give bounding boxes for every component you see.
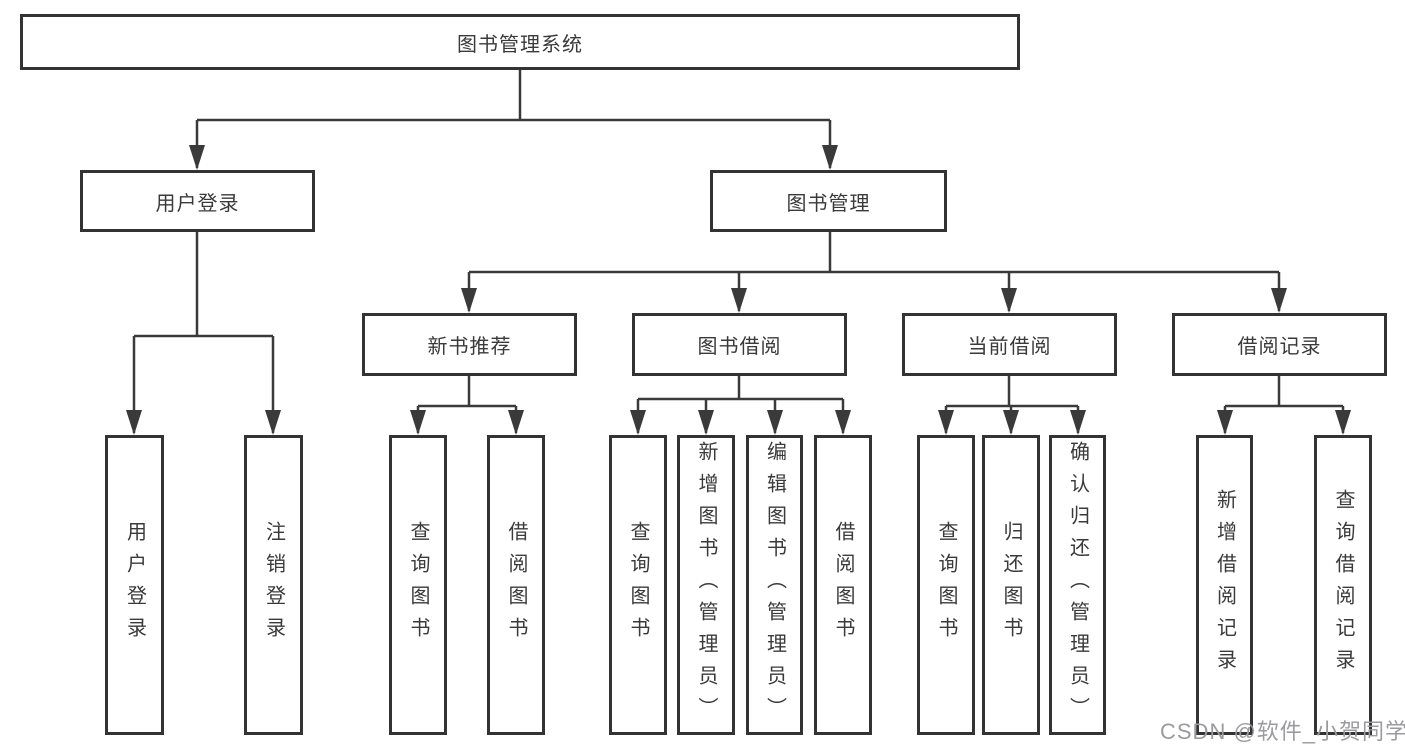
node-current-borrow: 当前借阅 (902, 313, 1117, 376)
connector-new-book-to-leaves (416, 376, 518, 433)
leaf-user-login: 用户登录 (105, 435, 164, 735)
arrowheads-current-borrow (938, 410, 1086, 435)
watermark: CSDN @软件_小贺同学 (1160, 719, 1405, 744)
node-root: 图书管理系统 (20, 14, 1020, 70)
leaf-query-books-3: 查询图书 (917, 435, 975, 735)
node-book-borrow-label: 图书借阅 (697, 336, 782, 358)
node-current-borrow-label: 当前借阅 (967, 336, 1052, 358)
leaf-query-borrow-record: 查询借阅记录 (1314, 435, 1372, 735)
arrowheads-book-borrow (630, 410, 851, 435)
node-book-management-label: 图书管理 (786, 192, 871, 215)
leaf-borrow-books-1: 借阅图书 (487, 435, 545, 735)
node-root-label: 图书管理系统 (457, 33, 583, 56)
node-user-login-label: 用户登录 (155, 192, 240, 215)
leaf-add-borrow-record-label: 新增借阅记录 (1213, 489, 1236, 681)
arrowheads-borrow-records (1217, 410, 1351, 435)
leaf-query-borrow-record-label: 查询借阅记录 (1332, 489, 1354, 681)
leaf-edit-book-admin: 编辑图书（管理员） (746, 435, 803, 735)
leaf-add-borrow-record: 新增借阅记录 (1196, 435, 1253, 735)
node-new-book-recommend-label: 新书推荐 (427, 336, 512, 358)
arrowheads-level2 (189, 145, 838, 170)
leaf-query-books-2-label: 查询图书 (627, 521, 649, 649)
node-book-management: 图书管理 (710, 170, 947, 232)
leaf-add-book-admin: 新增图书（管理员） (677, 435, 735, 735)
connector-root-to-level2 (195, 70, 832, 168)
connector-book-management-to-level3 (467, 232, 1281, 311)
node-book-borrow: 图书借阅 (632, 313, 847, 376)
connector-borrow-records-to-leaves (1223, 376, 1345, 433)
leaf-add-book-admin-label: 新增图书（管理员） (695, 441, 717, 729)
leaf-confirm-return-admin-label: 确认归还（管理员） (1066, 441, 1089, 729)
connector-book-borrow-to-leaves (636, 376, 845, 433)
node-borrow-records-label: 借阅记录 (1237, 336, 1322, 358)
node-user-login: 用户登录 (80, 170, 315, 232)
leaf-borrow-books-2-label: 借阅图书 (832, 521, 854, 649)
leaf-edit-book-admin-label: 编辑图书（管理员） (763, 441, 786, 729)
leaf-query-books-3-label: 查询图书 (935, 521, 957, 649)
leaf-user-login-label: 用户登录 (123, 521, 146, 649)
arrowheads-new-book (410, 410, 524, 435)
connector-user-login-to-leaves (132, 232, 275, 433)
leaf-borrow-books-1-label: 借阅图书 (505, 521, 527, 649)
arrowheads-level3 (461, 288, 1287, 313)
leaf-query-books-2: 查询图书 (609, 435, 667, 735)
leaf-borrow-books-2: 借阅图书 (814, 435, 872, 735)
arrowheads-user-login (126, 410, 281, 435)
node-new-book-recommend: 新书推荐 (362, 313, 577, 376)
leaf-logout-label: 注销登录 (262, 521, 285, 649)
leaf-query-books-1-label: 查询图书 (407, 521, 429, 649)
leaf-logout: 注销登录 (244, 435, 303, 735)
leaf-confirm-return-admin: 确认归还（管理员） (1049, 435, 1106, 735)
leaf-query-books-1: 查询图书 (389, 435, 447, 735)
leaf-return-books: 归还图书 (982, 435, 1040, 735)
node-borrow-records: 借阅记录 (1172, 313, 1387, 376)
leaf-return-books-label: 归还图书 (1000, 521, 1022, 649)
